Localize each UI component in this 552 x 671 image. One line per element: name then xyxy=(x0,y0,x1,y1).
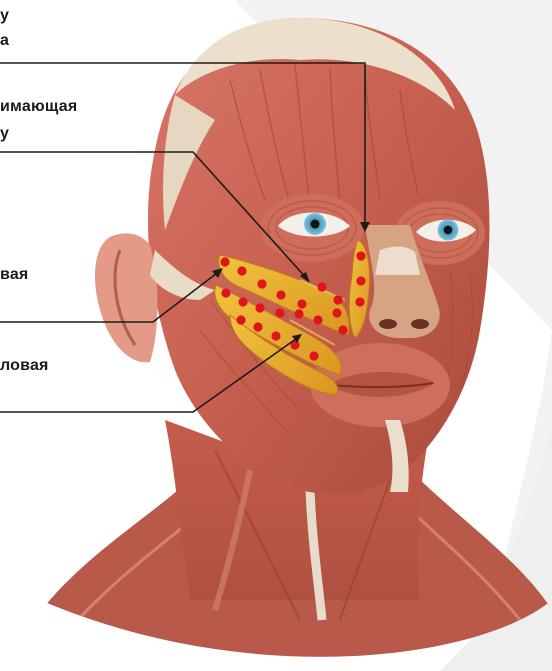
marker-dot xyxy=(253,322,262,331)
marker-dot xyxy=(238,297,247,306)
label-levator-line2: у xyxy=(0,124,9,143)
marker-dot xyxy=(255,303,264,312)
marker-dot xyxy=(275,308,284,317)
marker-dot xyxy=(221,288,230,297)
label-levator-line1: имающая xyxy=(0,97,77,116)
marker-dot xyxy=(257,279,266,288)
marker-dot xyxy=(297,299,306,308)
label-zygomatic-minor-line2: а xyxy=(0,31,9,50)
marker-dot xyxy=(309,351,318,360)
marker-dot xyxy=(313,315,322,324)
marker-dot xyxy=(236,315,245,324)
marker-dot xyxy=(294,309,303,318)
marker-dot xyxy=(220,257,229,266)
label-zygomatic-minor-line1: у xyxy=(0,6,9,25)
marker-dot xyxy=(333,295,342,304)
marker-dot xyxy=(276,290,285,299)
marker-dot xyxy=(355,297,364,306)
marker-dot xyxy=(356,276,365,285)
label-zygomatic-major: вая xyxy=(0,265,28,284)
marker-dot xyxy=(271,331,280,340)
marker-dot xyxy=(356,251,365,260)
marker-dot xyxy=(332,308,341,317)
marker-dot xyxy=(338,325,347,334)
ear xyxy=(95,233,158,362)
marker-dot xyxy=(317,282,326,291)
marker-dot xyxy=(237,266,246,275)
label-risorius: ловая xyxy=(0,356,49,375)
